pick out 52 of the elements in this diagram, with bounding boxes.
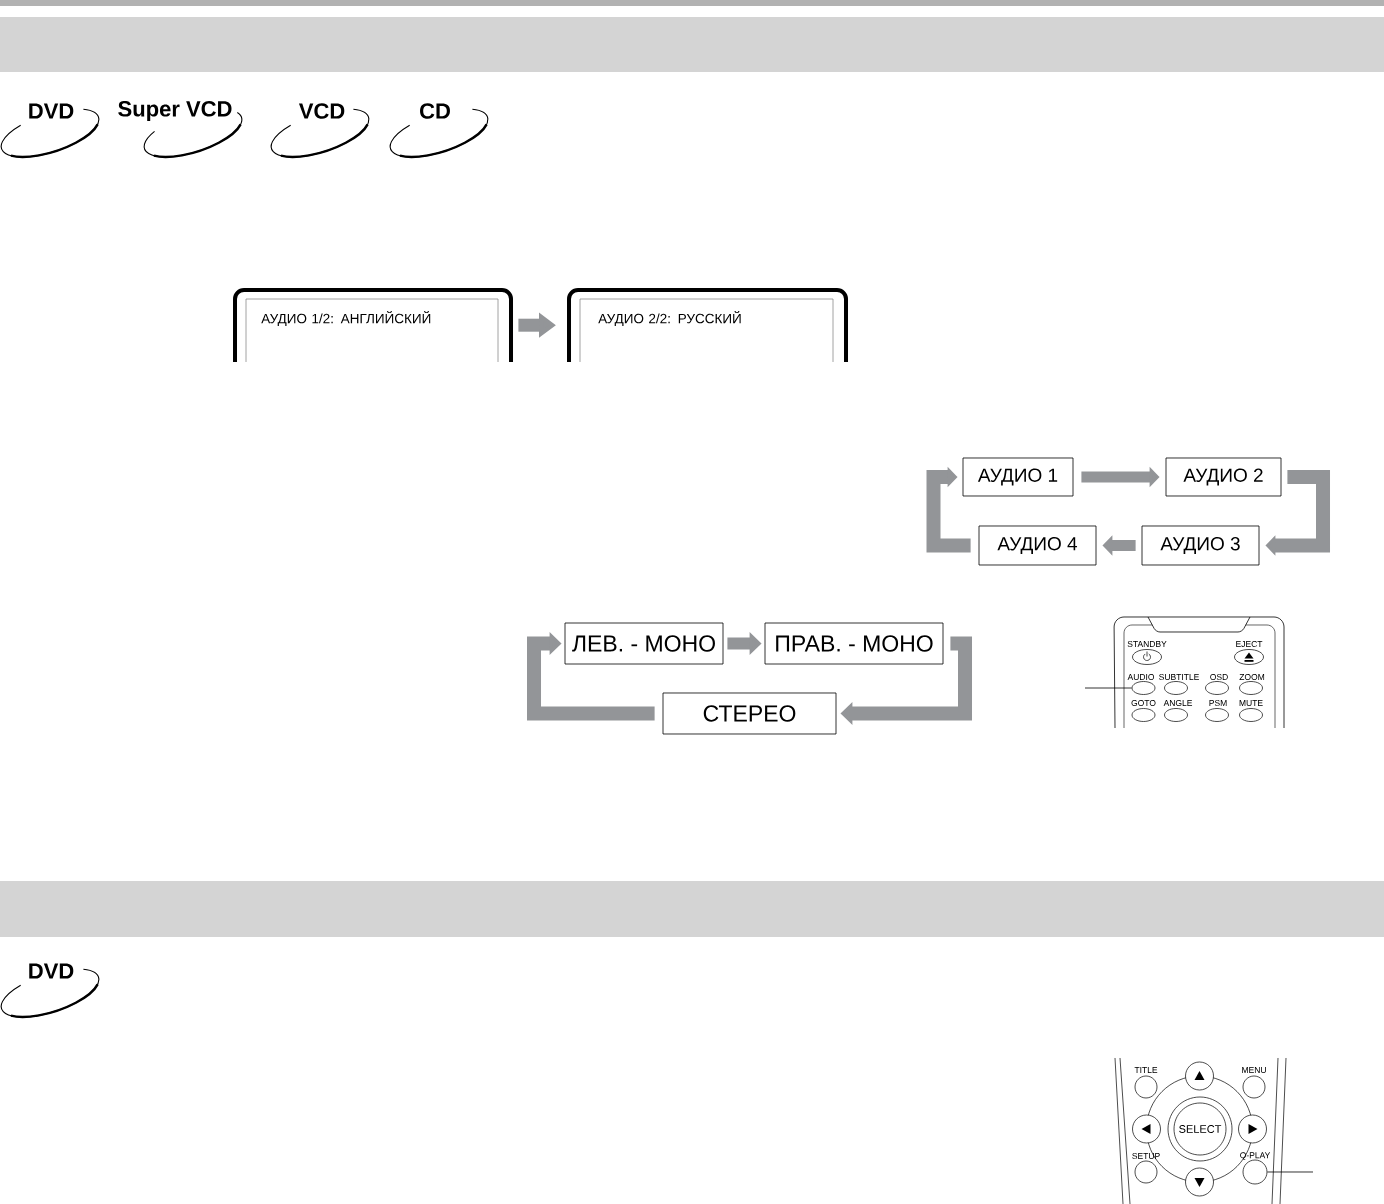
arrow-button	[1238, 1114, 1267, 1144]
node-label: TITLE	[1134, 1067, 1158, 1073]
select-button: SELECT	[1167, 1096, 1233, 1162]
node-label: ANGLE	[1163, 700, 1193, 706]
remote-button: AUDIO	[1127, 674, 1156, 695]
remote-button: SETUP	[1132, 1153, 1160, 1184]
remote-button: PSM	[1205, 700, 1229, 722]
node-label: SETUP	[1132, 1153, 1160, 1159]
leader-line	[1084, 687, 1133, 689]
node-label: OSD	[1210, 674, 1228, 680]
remote-button: STANDBY	[1127, 641, 1167, 665]
remote-button: TITLE	[1134, 1067, 1158, 1099]
node-label: STANDBY	[1127, 641, 1167, 647]
option-box: ПРАВ. - МОНО	[764, 622, 944, 665]
node-label: EJECT	[1236, 641, 1263, 647]
remote-button: MUTE	[1239, 700, 1263, 722]
remote-button: OSD	[1205, 674, 1229, 695]
remote-button: ANGLE	[1163, 700, 1193, 722]
node-label: MENU	[1242, 1067, 1266, 1073]
disc-badge: Super VCD	[118, 101, 243, 159]
node-label: SUBTITLE	[1159, 674, 1199, 680]
remote-button: SUBTITLE	[1159, 674, 1199, 695]
option-box: СТЕРЕО	[662, 692, 837, 735]
disc-badge: CD	[389, 103, 489, 159]
arrow-button	[1132, 1114, 1161, 1144]
disc-badge: DVD	[0, 963, 100, 1019]
arrow-button	[1185, 1167, 1214, 1197]
screen-display: АУДИО 2/2: РУССКИЙ	[567, 288, 848, 363]
remote-button: EJECT	[1234, 641, 1264, 665]
option-box: АУДИО 4	[978, 525, 1097, 566]
option-box: АУДИО 3	[1141, 525, 1260, 566]
option-box: ЛЕВ. - МОНО	[564, 622, 724, 665]
remote-button: ZOOM	[1239, 674, 1265, 695]
node-label: MUTE	[1239, 700, 1263, 706]
screen-display: АУДИО 1/2: АНГЛИЙСКИЙ	[233, 288, 513, 363]
node-label: Q-PLAY	[1240, 1152, 1271, 1160]
node-label: PSM	[1209, 700, 1227, 706]
remote-button: GOTO	[1131, 700, 1156, 722]
disc-badge: VCD	[270, 103, 370, 159]
option-box: АУДИО 2	[1165, 457, 1282, 497]
arrow	[1265, 470, 1330, 556]
node-label: AUDIO	[1127, 674, 1155, 680]
remote-button: MENU	[1242, 1067, 1266, 1099]
node-label: GOTO	[1131, 700, 1156, 706]
arrow	[527, 632, 655, 721]
option-box: АУДИО 1	[962, 457, 1074, 497]
disc-badge: DVD	[0, 103, 100, 159]
node-label: ZOOM	[1239, 674, 1265, 680]
arrow-button	[1185, 1061, 1214, 1091]
remote-button: Q-PLAY	[1240, 1152, 1271, 1185]
leader-line	[1266, 1171, 1314, 1173]
arrow	[926, 466, 971, 553]
